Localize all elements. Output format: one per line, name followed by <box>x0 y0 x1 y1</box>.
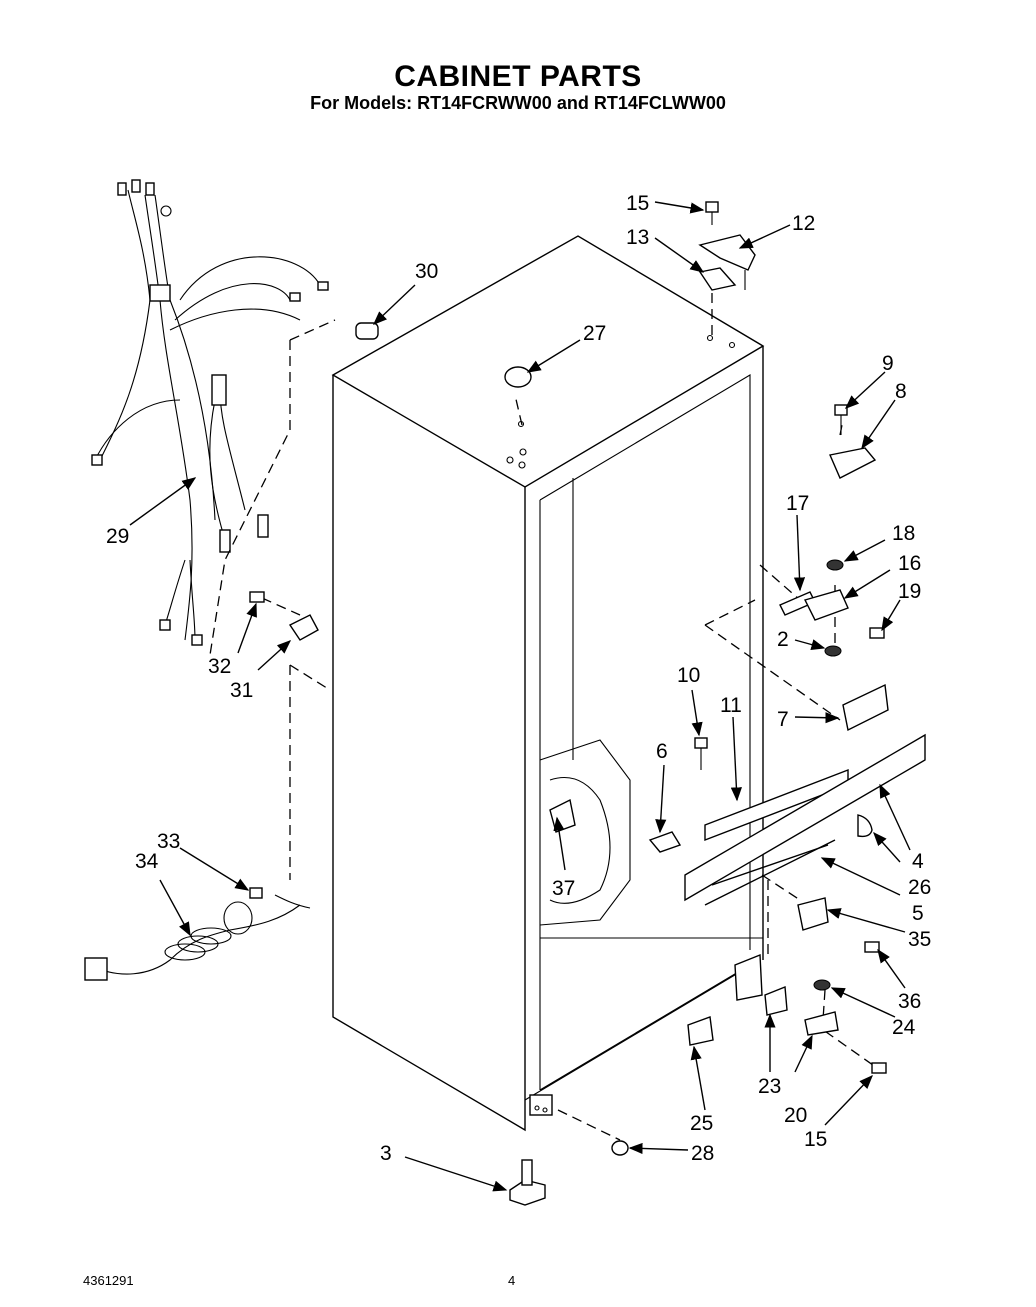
callout-labels: 15 13 12 30 27 9 8 17 18 16 19 2 29 32 3… <box>106 192 931 1165</box>
page-subtitle: For Models: RT14FCRWW00 and RT14FCLWW00 <box>310 93 726 113</box>
callout-29: 29 <box>106 525 129 548</box>
callout-9: 9 <box>882 352 894 375</box>
callout-34: 34 <box>135 850 159 873</box>
callout-23: 23 <box>758 1075 781 1098</box>
callout-15-bottom: 15 <box>804 1128 827 1151</box>
callout-11: 11 <box>720 694 742 717</box>
document-number: 4361291 <box>83 1273 134 1288</box>
callout-35: 35 <box>908 928 931 951</box>
callout-4: 4 <box>912 850 924 873</box>
callout-10: 10 <box>677 664 700 687</box>
callout-36: 36 <box>898 990 921 1013</box>
callout-26: 26 <box>908 876 931 899</box>
callout-2: 2 <box>777 628 789 651</box>
callout-24: 24 <box>892 1016 916 1039</box>
callout-6: 6 <box>656 740 668 763</box>
callout-32: 32 <box>208 655 231 678</box>
callout-31: 31 <box>230 679 253 702</box>
callout-18: 18 <box>892 522 915 545</box>
page-number: 4 <box>508 1273 516 1288</box>
callout-12: 12 <box>792 212 815 235</box>
callout-19: 19 <box>898 580 921 603</box>
parts <box>84 201 926 1206</box>
callout-3: 3 <box>380 1142 392 1165</box>
callout-30: 30 <box>415 260 438 283</box>
callout-25: 25 <box>690 1112 713 1135</box>
callout-7: 7 <box>777 708 789 731</box>
callout-arrows <box>129 201 911 1192</box>
callout-27: 27 <box>583 322 606 345</box>
callout-33: 33 <box>157 830 180 853</box>
callout-16: 16 <box>898 552 921 575</box>
callout-5: 5 <box>912 902 924 925</box>
page-title: CABINET PARTS <box>394 60 642 93</box>
callout-28: 28 <box>691 1142 714 1165</box>
callout-13: 13 <box>626 226 649 249</box>
callout-8: 8 <box>895 380 907 403</box>
cabinet-body <box>331 235 765 1132</box>
callout-17: 17 <box>786 492 809 515</box>
callout-15-top: 15 <box>626 192 649 215</box>
callout-37: 37 <box>552 877 575 900</box>
wiring-harness-part-29 <box>91 179 329 646</box>
callout-20: 20 <box>784 1104 807 1127</box>
